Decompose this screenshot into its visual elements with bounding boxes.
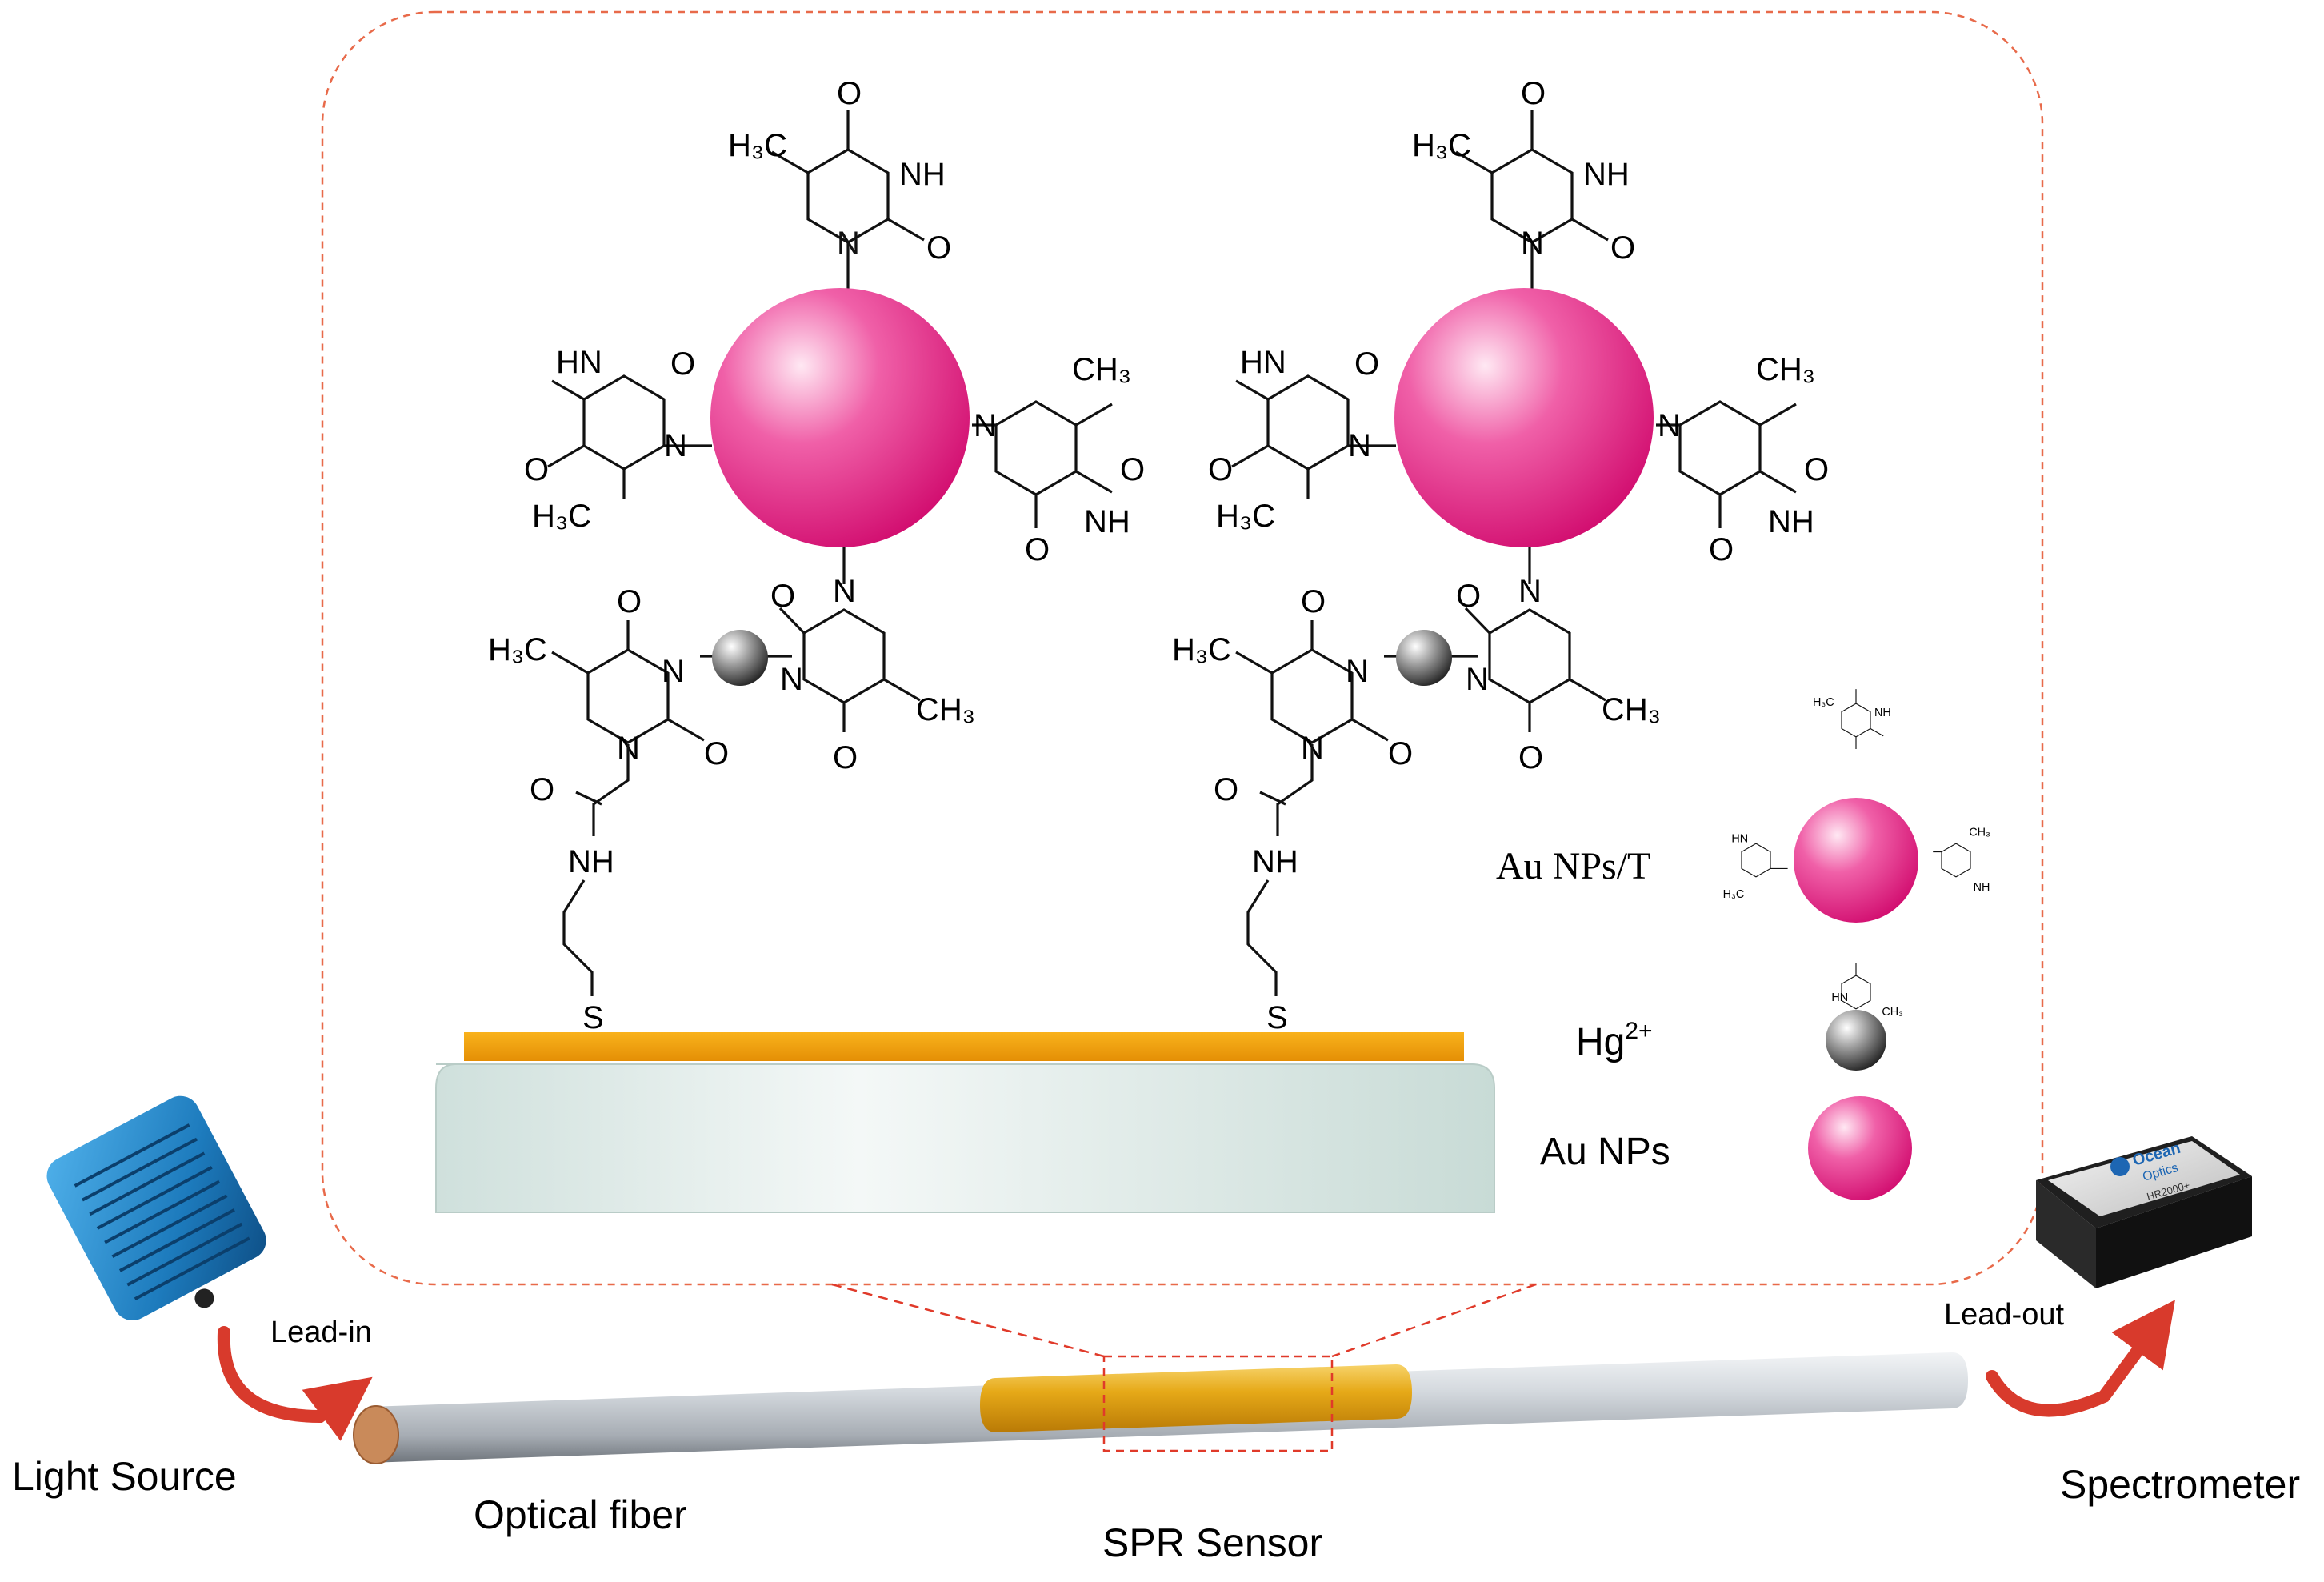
- chem-nh: NH: [1084, 504, 1130, 539]
- chem-o: O: [617, 584, 642, 619]
- chem-nh: NH: [1768, 504, 1814, 539]
- chem-label: HN: [1831, 991, 1848, 1004]
- glass-substrate: [435, 1063, 1495, 1213]
- fiber-end-cap: [353, 1405, 399, 1464]
- legend: H₃C NH HN H₃C CH₃ NH HN CH₃: [1496, 689, 1990, 1200]
- legend-au-np-icon: [1808, 1096, 1912, 1200]
- chem-n: N: [1348, 428, 1371, 463]
- chem-hn: HN: [1240, 345, 1286, 380]
- legend-hg-label: Hg2+: [1576, 1018, 1653, 1063]
- optical-fiber-label: Optical fiber: [474, 1492, 687, 1537]
- hg-ion-right: [1396, 630, 1452, 686]
- chem-o: O: [770, 579, 795, 614]
- chem-label: H₃C: [1813, 696, 1834, 709]
- chem-o: O: [833, 740, 858, 775]
- au-np-left: [710, 288, 970, 547]
- chem-o: O: [524, 452, 549, 487]
- chem-s: S: [582, 1000, 604, 1035]
- chem-o: O: [1521, 76, 1546, 111]
- legend-au-nps-label: Au NPs: [1540, 1131, 1670, 1173]
- chem-label: Hg: [1576, 1021, 1625, 1063]
- legend-au-nps-t-label: Au NPs/T: [1496, 845, 1650, 887]
- chem-hn: HN: [556, 345, 602, 380]
- chem-o: O: [1709, 532, 1734, 567]
- au-np-assembly-left: H₃C O NH O N HN O O H₃C N CH₃: [488, 76, 1145, 1035]
- chem-o: O: [1804, 452, 1829, 487]
- chem-label: CH₃: [1882, 1006, 1903, 1019]
- chem-o: O: [1120, 452, 1145, 487]
- chem-o: O: [926, 230, 951, 266]
- chem-n: N: [1658, 408, 1681, 443]
- chem-n: N: [833, 574, 856, 609]
- light-source-device: [46, 1095, 373, 1441]
- lead-in-label: Lead-in: [270, 1316, 372, 1349]
- chem-h3c: H₃C: [1216, 499, 1275, 534]
- chem-o: O: [704, 736, 729, 771]
- zoom-line-left: [831, 1283, 1105, 1358]
- chem-s: S: [1266, 1000, 1288, 1035]
- optical-fiber: [353, 1352, 1968, 1464]
- chem-label: NH: [1974, 881, 1990, 894]
- chem-nh: NH: [1583, 157, 1630, 192]
- au-np-assembly-right: H₃C O NH O N HN O O H₃C N CH₃ O: [1172, 76, 1829, 1035]
- legend-au-nps-t-icon: H₃C NH HN H₃C CH₃ NH HN CH₃: [1723, 689, 1990, 1019]
- chem-label: NH: [1874, 707, 1891, 719]
- legend-hg-icon: [1826, 1010, 1886, 1071]
- chem-n: N: [662, 654, 685, 689]
- chem-n: N: [837, 226, 860, 261]
- chem-o: O: [1610, 230, 1635, 266]
- chem-h3c: H₃C: [532, 499, 591, 534]
- chem-n: N: [1518, 574, 1542, 609]
- light-source-label: Light Source: [12, 1454, 237, 1499]
- chem-h3c: H₃C: [1412, 128, 1471, 163]
- chem-n: N: [974, 408, 997, 443]
- zoom-outline: [321, 10, 2044, 1286]
- chem-o: O: [1208, 452, 1233, 487]
- chem-n: N: [1521, 226, 1544, 261]
- spectrometer-device: Ocean Optics HR2000+: [1986, 1136, 2252, 1417]
- ocean-optics-logo-icon: [2110, 1157, 2130, 1176]
- chem-o: O: [837, 76, 862, 111]
- chem-o: O: [670, 346, 695, 382]
- chem-label: CH₃: [1969, 826, 1990, 839]
- spr-sensor-band: [980, 1364, 1412, 1432]
- zoom-line-right: [1331, 1283, 1537, 1358]
- chem-label: HN: [1731, 833, 1748, 846]
- chem-o: O: [530, 772, 554, 807]
- lead-out-arrow: [1986, 1300, 2175, 1417]
- chem-ch3: CH₃: [1756, 352, 1815, 387]
- hg-ion-left: [712, 630, 768, 686]
- chem-label: H₃C: [1723, 888, 1745, 901]
- chem-o: O: [1025, 532, 1050, 567]
- lead-out-label: Lead-out: [1944, 1298, 2064, 1332]
- chem-label: 2+: [1625, 1018, 1652, 1044]
- gold-film: [464, 1032, 1464, 1061]
- spr-sensor-label: SPR Sensor: [1102, 1520, 1322, 1565]
- chem-ch3: CH₃: [916, 692, 975, 727]
- chem-n: N: [1346, 654, 1369, 689]
- chem-o: O: [1214, 772, 1238, 807]
- chem-o: O: [1388, 736, 1413, 771]
- chem-o: O: [1354, 346, 1379, 382]
- chem-o: O: [1518, 740, 1543, 775]
- chem-h3c: H₃C: [488, 632, 547, 667]
- spectrometer-label: Spectrometer: [2060, 1462, 2300, 1507]
- chem-nh: NH: [568, 844, 614, 879]
- chem-h3c: H₃C: [1172, 632, 1231, 667]
- chem-h3c: H₃C: [728, 128, 787, 163]
- chem-n: N: [1466, 662, 1489, 697]
- chem-nh: NH: [1252, 844, 1298, 879]
- sensor-zoom-box: [1102, 1355, 1334, 1452]
- lead-in-arrow: [217, 1326, 373, 1441]
- chem-nh: NH: [899, 157, 946, 192]
- chem-o: O: [1301, 584, 1326, 619]
- au-np-right: [1394, 288, 1654, 547]
- chem-n: N: [780, 662, 803, 697]
- chem-ch3: CH₃: [1072, 352, 1131, 387]
- chem-n: N: [664, 428, 687, 463]
- chem-ch3: CH₃: [1602, 692, 1661, 727]
- chem-o: O: [1456, 579, 1481, 614]
